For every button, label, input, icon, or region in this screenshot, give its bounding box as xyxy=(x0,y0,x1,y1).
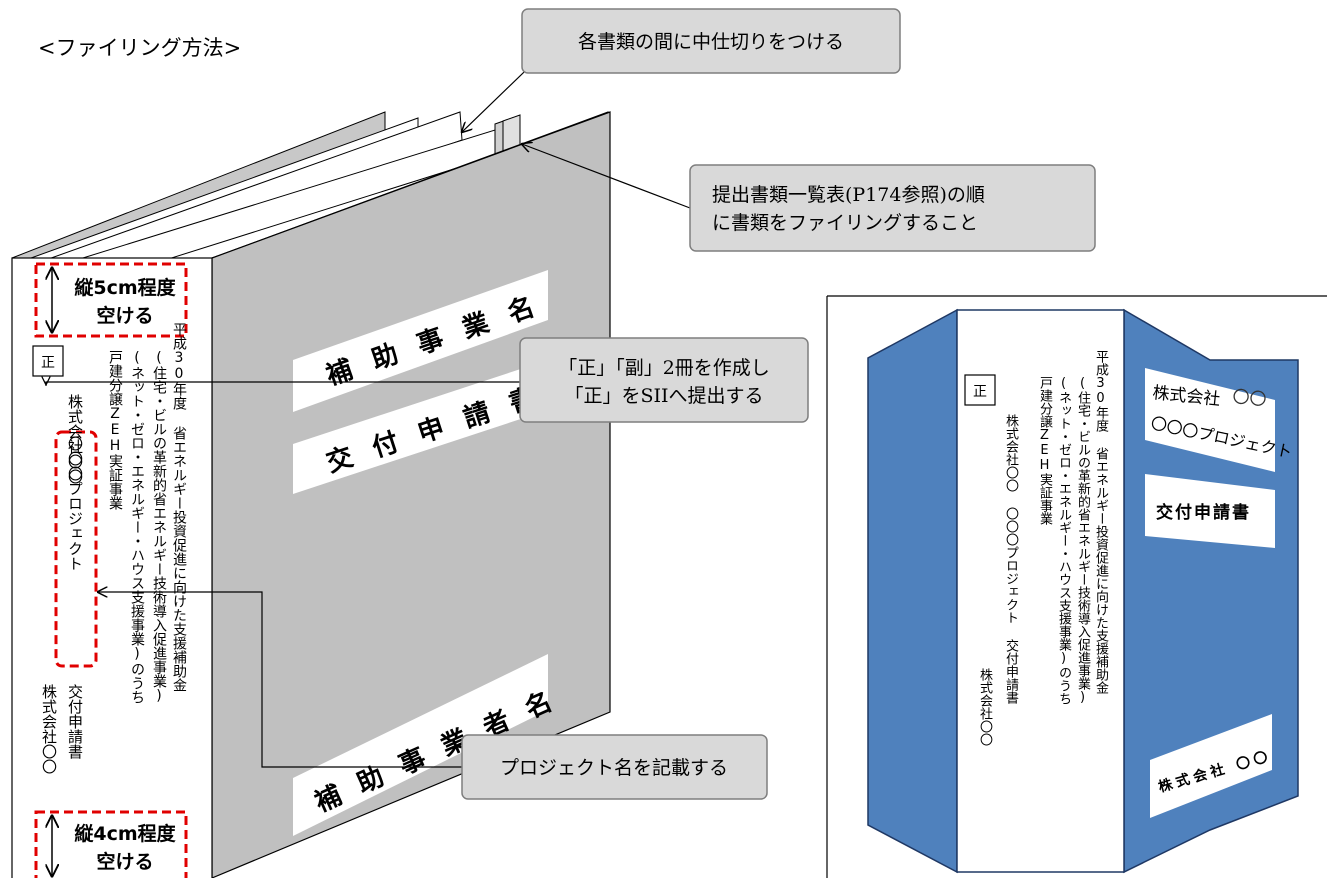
example-spine-title: 平成30年度 省エネルギー投資促進に向けた支援補助金 xyxy=(1093,350,1108,694)
project-pointer xyxy=(98,592,462,768)
example-copy-mark: 正 xyxy=(973,384,987,400)
callout-project-name xyxy=(461,734,768,800)
spine-title: 戸建分譲ZEH実証事業 xyxy=(107,350,123,510)
spine-title: (住宅・ビルの革新的省エネルギー技術導入促進事業) xyxy=(151,350,167,704)
order-pointer xyxy=(522,144,691,209)
example-back-cover xyxy=(867,308,958,874)
copy-mark-box xyxy=(32,345,64,377)
page-heading: <ファイリング方法> xyxy=(38,36,241,60)
example-copy-mark-box xyxy=(964,374,996,406)
example-panel: 株式会社 〇〇 〇〇〇プロジェクト 交付申請書 株式会社 〇〇 正 xyxy=(826,295,1327,878)
example-front-label xyxy=(1150,714,1272,818)
svg-text:「正」をSIIへ提出する: 「正」をSIIへ提出する xyxy=(564,385,763,407)
top-margin-text: 空ける xyxy=(96,304,153,327)
spine-title: (ネット・ゼロ・エネルギー・ハウス支援事業)のうち xyxy=(129,350,145,704)
callout-dividers xyxy=(521,8,901,74)
bottom-margin-text: 縦4cm程度 xyxy=(74,822,176,845)
example-front-label xyxy=(1145,474,1275,548)
copy-mark: 正 xyxy=(41,355,55,371)
example-spine-title: (ネット・ゼロ・エネルギー・ハウス支援事業)のうち xyxy=(1056,376,1071,705)
example-spine-title: 戸建分譲ZEH実証事業 xyxy=(1037,376,1052,525)
top-margin-box xyxy=(34,262,188,338)
callout-two-copies xyxy=(519,337,809,423)
example-spine-title: (住宅・ビルの革新的省エネルギー技術導入促進事業) xyxy=(1075,376,1090,705)
project-name-box xyxy=(54,430,98,668)
svg-text:交付申請書: 交付申請書 xyxy=(1156,502,1251,523)
bottom-margin-text: 空ける xyxy=(96,850,153,873)
svg-text:に書類をファイリングすること: に書類をファイリングすること xyxy=(712,212,978,234)
example-front-label xyxy=(1145,368,1275,472)
spine-document: 交付申請書 xyxy=(66,684,84,759)
bottom-margin-box xyxy=(34,810,188,878)
spine-project: 〇〇〇プロジェクト xyxy=(66,436,84,571)
svg-text:「正」「副」2冊を作成し: 「正」「副」2冊を作成し xyxy=(558,357,770,379)
svg-text:プロジェクト名を記載する: プロジェクト名を記載する xyxy=(500,757,728,779)
svg-text:〇〇: 〇〇 xyxy=(1231,387,1267,410)
svg-text:提出書類一覧表(P174参照)の順: 提出書類一覧表(P174参照)の順 xyxy=(712,184,985,206)
example-spine-project: 株式会社〇〇 〇〇〇プロジェクト 交付申請書 xyxy=(1003,414,1018,704)
spine-company: 株式会社〇〇 xyxy=(40,684,58,774)
spine-title: 平成30年度 省エネルギー投資促進に向けた支援補助金 xyxy=(171,322,187,692)
spine-company: 株式会社〇〇 xyxy=(66,394,84,484)
top-margin-text: 縦5cm程度 xyxy=(74,276,176,299)
svg-text:各書類の間に中仕切りをつける: 各書類の間に中仕切りをつける xyxy=(578,31,844,53)
callout-filing-order xyxy=(689,164,1096,252)
example-spine-company: 株式会社〇〇 xyxy=(977,668,992,746)
